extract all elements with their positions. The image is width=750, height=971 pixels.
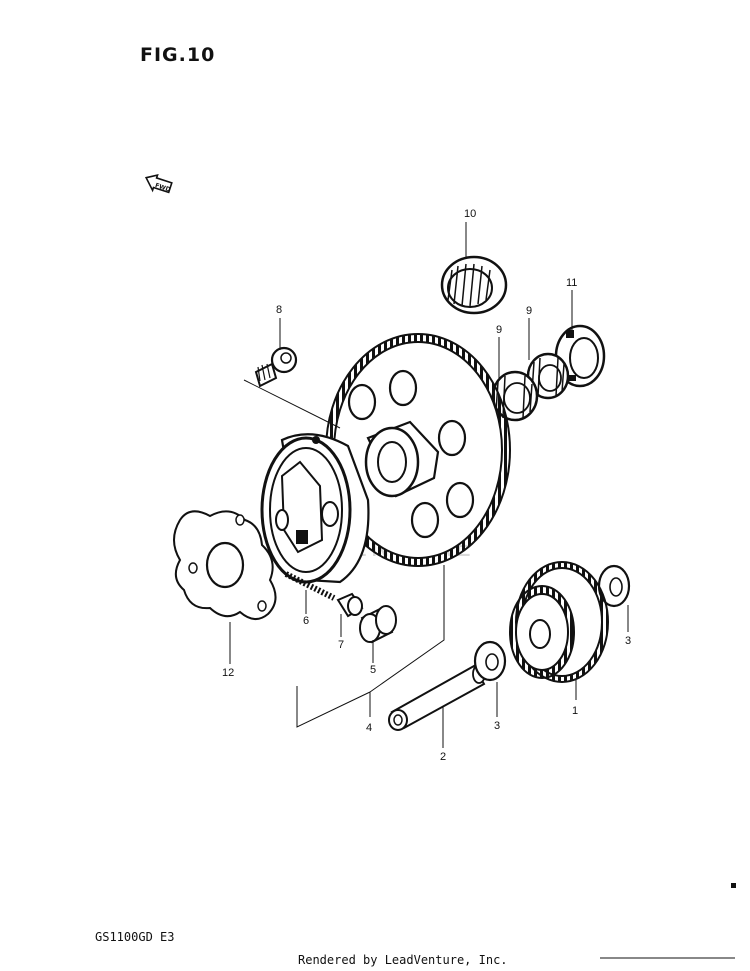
fwd-arrow-icon: FWD xyxy=(144,173,173,194)
callout-4: 4 xyxy=(366,722,372,734)
figure-title: FIG.10 xyxy=(140,44,216,66)
spring-6 xyxy=(284,571,336,601)
callout-6: 6 xyxy=(303,615,309,627)
roller-7 xyxy=(336,592,364,618)
leader-lines xyxy=(229,222,629,748)
idle-gear-shaft-2 xyxy=(388,664,486,731)
callout-10: 10 xyxy=(464,208,476,220)
washer-3a xyxy=(473,640,507,682)
bolt-8 xyxy=(254,346,298,388)
callout-9b: 9 xyxy=(526,305,532,317)
callout-2: 2 xyxy=(440,751,446,763)
callout-1: 1 xyxy=(572,705,578,717)
callout-7: 7 xyxy=(338,639,344,651)
model-code: GS1100GD E3 xyxy=(95,930,175,944)
footer-credit: Rendered by LeadVenture, Inc. xyxy=(298,953,508,967)
fwd-label: FWD xyxy=(154,182,171,194)
callout-8: 8 xyxy=(276,304,282,316)
callout-3b: 3 xyxy=(625,635,631,647)
callout-3a: 3 xyxy=(494,720,500,732)
callout-11: 11 xyxy=(566,277,577,289)
clutch-housing xyxy=(260,433,370,584)
starter-clutch-gear-4 xyxy=(325,333,511,567)
needle-bearing-10 xyxy=(440,255,508,315)
corner-mark xyxy=(731,883,736,888)
callout-5: 5 xyxy=(370,664,376,676)
clutch-plate-12 xyxy=(173,510,277,620)
callout-12: 12 xyxy=(222,667,234,679)
callout-9a: 9 xyxy=(496,324,502,336)
starter-idle-gear-1 xyxy=(509,561,609,683)
roller-5 xyxy=(359,605,397,644)
